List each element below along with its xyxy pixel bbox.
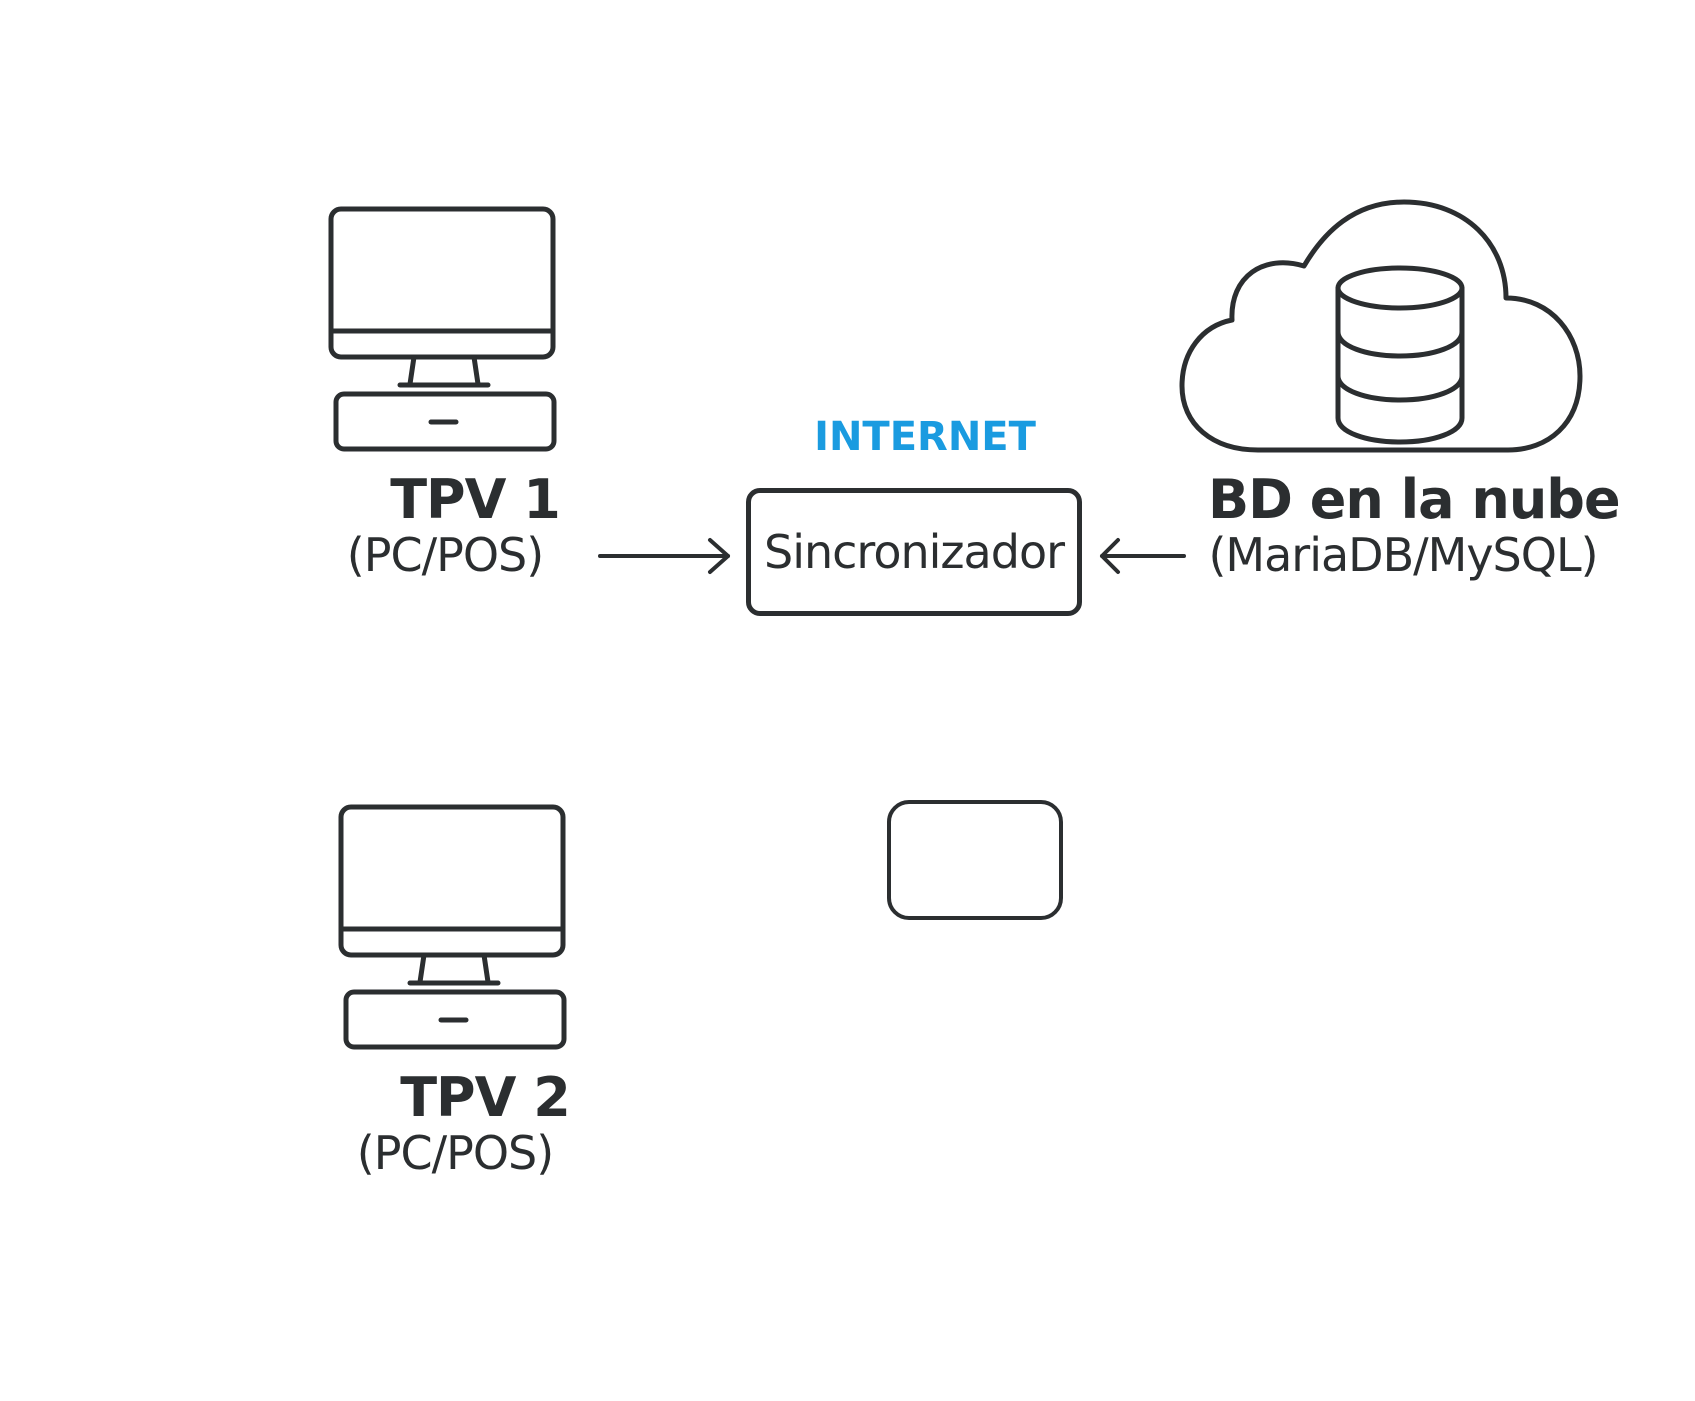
cloud-db-title: BD en la nube (1208, 468, 1621, 531)
cloud-database-icon (1179, 199, 1583, 453)
sync-label: Sincronizador (764, 525, 1065, 579)
arrow-right-icon (598, 538, 730, 574)
tpv2-title: TPV 2 (400, 1066, 571, 1129)
desktop-computer-icon (328, 206, 557, 452)
cloud-db-subtitle: (MariaDB/MySQL) (1208, 528, 1598, 582)
internet-label: INTERNET (814, 414, 1036, 460)
tpv1-subtitle: (PC/POS) (346, 528, 544, 582)
empty-node (887, 800, 1063, 920)
tpv1-title: TPV 1 (390, 468, 561, 531)
arrow-left-icon (1100, 538, 1186, 574)
tpv2-subtitle: (PC/POS) (356, 1126, 554, 1180)
desktop-computer-icon (338, 804, 567, 1050)
sync-node: Sincronizador (746, 488, 1082, 616)
